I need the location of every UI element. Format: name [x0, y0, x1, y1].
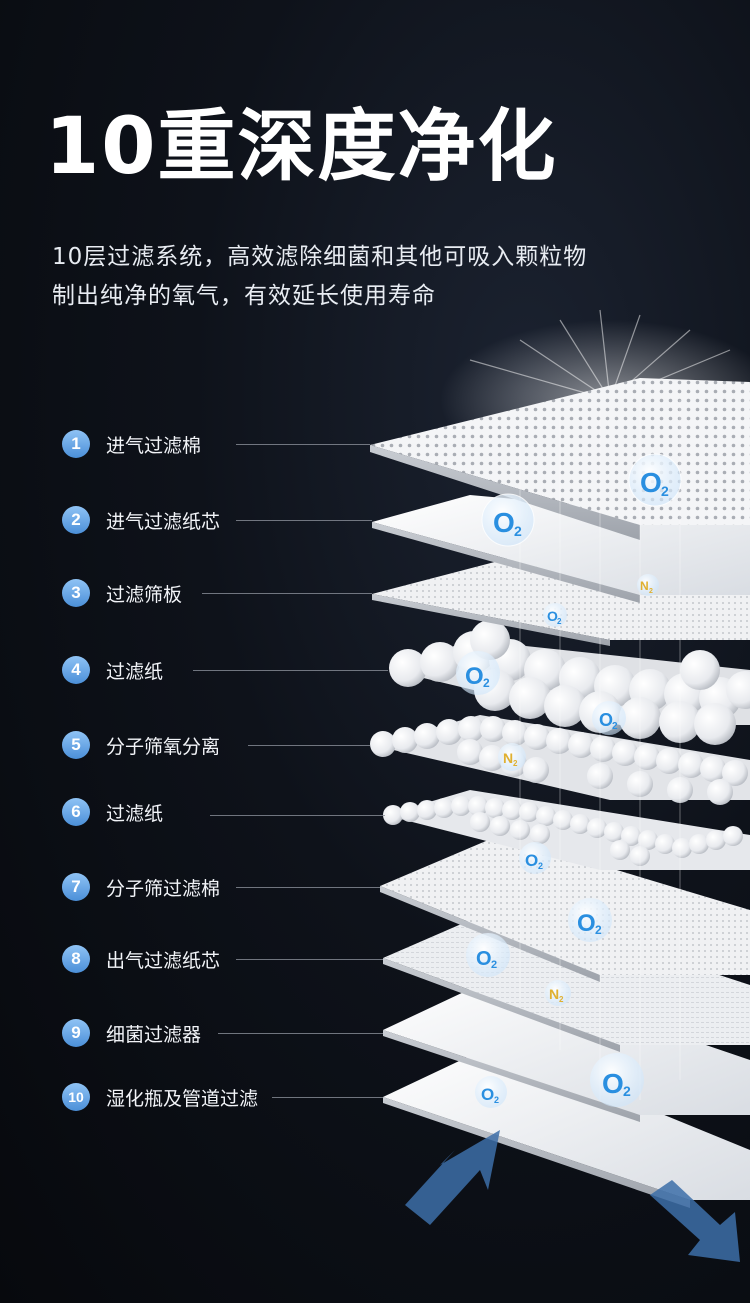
subtitle-line-1: 10层过滤系统，高效滤除细菌和其他可吸入颗粒物 [52, 244, 588, 270]
svg-text:O: O [465, 663, 484, 690]
layer-10-sheet [383, 1045, 750, 1208]
layer-number-badge: 8 [62, 945, 90, 973]
layer-item-6: 6 过滤纸 [62, 797, 163, 827]
svg-text:2: 2 [538, 861, 543, 871]
svg-text:O: O [525, 851, 538, 870]
oxygen-bubble: O 2 [628, 453, 682, 507]
oxygen-bubble: O 2 [466, 933, 510, 977]
layer-item-10: 10 湿化瓶及管道过滤 [62, 1082, 258, 1112]
layer-number-badge: 6 [62, 798, 90, 826]
leader-line [218, 1033, 383, 1034]
layer-label: 进气过滤纸芯 [106, 510, 221, 533]
outflow-arrows [405, 1130, 740, 1262]
layer-item-7: 7 分子筛过滤棉 [62, 872, 220, 902]
svg-text:N: N [503, 750, 513, 766]
layer-label: 分子筛氧分离 [106, 735, 221, 758]
layer-label: 细菌过滤器 [106, 1023, 202, 1046]
layer-label: 进气过滤棉 [106, 434, 202, 457]
svg-text:N: N [549, 986, 559, 1002]
layer-label: 过滤纸 [106, 802, 164, 825]
leader-line [248, 745, 370, 746]
layer-label: 分子筛过滤棉 [106, 877, 221, 900]
svg-text:2: 2 [514, 523, 522, 539]
subtitle-line-2: 制出纯净的氧气，有效延长使用寿命 [52, 283, 436, 309]
svg-text:2: 2 [559, 995, 564, 1004]
svg-text:2: 2 [483, 676, 490, 690]
leader-line [236, 520, 372, 521]
layer-number-badge: 3 [62, 579, 90, 607]
svg-text:2: 2 [557, 617, 562, 626]
svg-text:2: 2 [649, 588, 653, 595]
svg-text:2: 2 [491, 959, 497, 971]
svg-text:O: O [577, 910, 596, 937]
oxygen-bubble: O 2 [590, 1053, 644, 1107]
layer-item-4: 4 过滤纸 [62, 655, 163, 685]
svg-text:O: O [640, 467, 662, 498]
svg-text:2: 2 [513, 759, 518, 768]
layer-6-balls [383, 790, 750, 870]
layer-item-9: 9 细菌过滤器 [62, 1018, 201, 1048]
layer-item-8: 8 出气过滤纸芯 [62, 944, 220, 974]
layer-label: 过滤纸 [106, 660, 164, 683]
page-title: 10重深度净化 [45, 102, 558, 192]
leader-line [210, 815, 385, 816]
oxygen-bubble: O 2 [481, 493, 535, 547]
subtitle: 10层过滤系统，高效滤除细菌和其他可吸入颗粒物 制出纯净的氧气，有效延长使用寿命 [52, 238, 587, 316]
svg-text:2: 2 [612, 721, 618, 732]
oxygen-bubble: O 2 [519, 842, 551, 874]
oxygen-bubble: O 2 [475, 1076, 507, 1108]
svg-text:O: O [599, 710, 613, 730]
nitrogen-bubble: N 2 [498, 743, 526, 771]
layer-number-badge: 4 [62, 656, 90, 684]
svg-text:2: 2 [661, 483, 669, 499]
layer-number-badge: 9 [62, 1019, 90, 1047]
layer-5-balls [370, 715, 750, 805]
svg-text:2: 2 [623, 1083, 631, 1099]
layer-9-sheet [383, 975, 750, 1122]
layer-number-badge: 2 [62, 506, 90, 534]
layer-item-5: 5 分子筛氧分离 [62, 730, 220, 760]
leader-line [202, 593, 372, 594]
layer-number-badge: 5 [62, 731, 90, 759]
oxygen-bubble: O 2 [592, 701, 626, 735]
svg-text:O: O [476, 948, 492, 970]
layer-item-2: 2 进气过滤纸芯 [62, 505, 220, 535]
nitrogen-bubble: N 2 [637, 574, 659, 596]
layer-label: 出气过滤纸芯 [106, 949, 221, 972]
svg-text:O: O [481, 1085, 494, 1104]
oxygen-bubble: O 2 [456, 651, 500, 695]
nitrogen-bubble: N 2 [545, 980, 571, 1006]
svg-text:2: 2 [595, 923, 602, 937]
layer-item-1: 1 进气过滤棉 [62, 429, 201, 459]
oxygen-bubble: O 2 [568, 898, 612, 942]
layer-number-badge: 10 [62, 1083, 90, 1111]
oxygen-bubble: O 2 [543, 603, 567, 627]
layer-item-3: 3 过滤筛板 [62, 578, 182, 608]
leader-line [236, 887, 380, 888]
svg-text:O: O [547, 608, 558, 624]
layer-number-badge: 1 [62, 430, 90, 458]
leader-line [236, 444, 370, 445]
svg-text:N: N [640, 579, 649, 593]
leader-line [236, 959, 383, 960]
layer-label: 过滤筛板 [106, 583, 183, 606]
svg-text:O: O [493, 507, 515, 538]
layer-label: 湿化瓶及管道过滤 [106, 1087, 259, 1110]
layer-number-badge: 7 [62, 873, 90, 901]
svg-text:O: O [602, 1068, 624, 1099]
svg-text:2: 2 [494, 1095, 499, 1105]
leader-line [193, 670, 388, 671]
leader-line [272, 1097, 383, 1098]
